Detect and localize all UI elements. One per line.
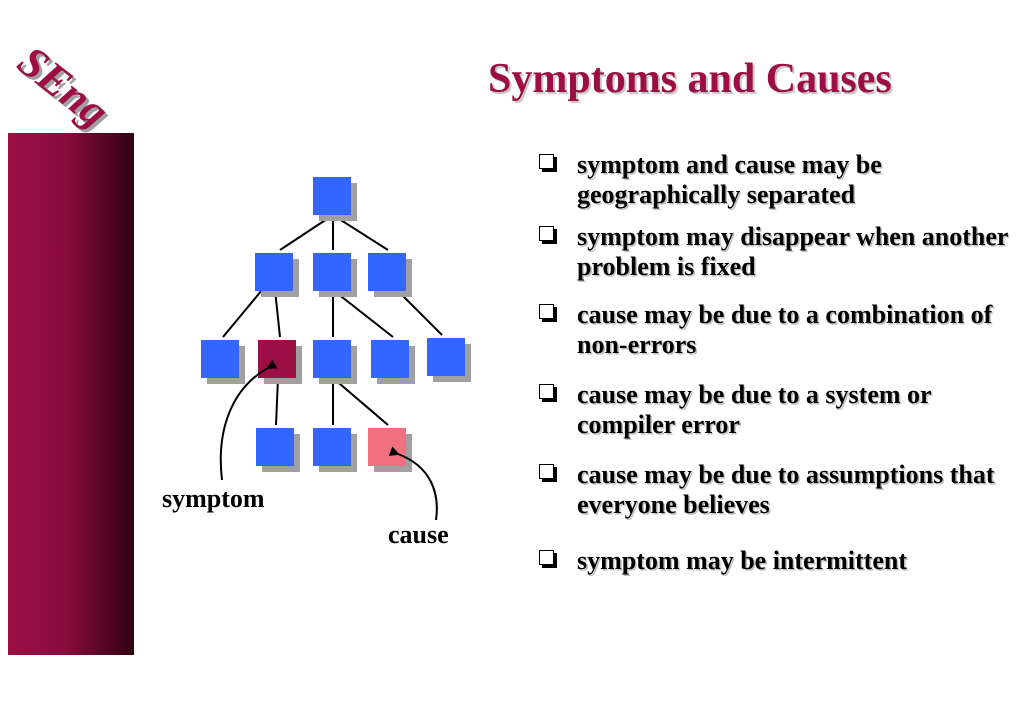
tree-node xyxy=(313,253,351,291)
tree-node xyxy=(313,177,351,215)
symptom-label: symptom xyxy=(162,484,265,513)
bullet-text: cause may be due to a combination of non… xyxy=(577,300,993,359)
checkbox-bullet-icon xyxy=(539,304,554,319)
tree-node xyxy=(255,253,293,291)
bullet-text: symptom and cause may be geographically … xyxy=(577,150,882,209)
cause-arrow xyxy=(388,446,438,521)
checkbox-bullet-icon xyxy=(539,226,554,241)
cause-node xyxy=(368,428,406,466)
tree-node xyxy=(201,340,239,378)
bullet-text: symptom may be intermittent xyxy=(577,546,907,575)
symptom-arrow xyxy=(219,359,278,481)
tree-edge xyxy=(332,377,389,426)
tree-node xyxy=(256,428,294,466)
tree-edge xyxy=(396,289,443,336)
symptom-node xyxy=(258,340,296,378)
tree-node xyxy=(313,428,351,466)
bullet-item: symptom may disappear when another probl… xyxy=(533,222,1013,282)
sidebar-band xyxy=(8,133,134,655)
tree-edge xyxy=(222,289,263,338)
tree-node xyxy=(313,340,351,378)
tree-edge xyxy=(332,289,394,338)
bullet-item: symptom and cause may be geographically … xyxy=(533,150,1013,210)
bullet-item: cause may be due to assumptions that eve… xyxy=(533,460,1013,520)
bullet-item: cause may be due to a combination of non… xyxy=(533,300,1013,360)
tree-node xyxy=(427,338,465,376)
seng-logo: SEng SEng xyxy=(9,36,121,139)
checkbox-bullet-icon xyxy=(539,464,554,479)
slide-title: Symptoms and Causes xyxy=(488,56,892,102)
checkbox-bullet-icon xyxy=(539,384,554,399)
tree-edge xyxy=(275,377,279,426)
checkbox-bullet-icon xyxy=(539,154,554,169)
tree-edge xyxy=(274,289,281,338)
tree-node xyxy=(371,340,409,378)
bullet-list: symptom and cause may be geographically … xyxy=(533,150,1013,576)
bullet-item: cause may be due to a system or compiler… xyxy=(533,380,1013,440)
checkbox-bullet-icon xyxy=(539,550,554,565)
tree-edges xyxy=(222,214,443,426)
cause-label: cause xyxy=(388,520,449,549)
tree-node xyxy=(368,253,406,291)
bullet-text: cause may be due to assumptions that eve… xyxy=(577,460,995,519)
bullet-item: symptom may be intermittent xyxy=(533,546,1013,576)
bullet-text: cause may be due to a system or compiler… xyxy=(577,380,932,439)
tree-nodes xyxy=(201,177,471,472)
bullet-text: symptom may disappear when another probl… xyxy=(577,222,1008,281)
